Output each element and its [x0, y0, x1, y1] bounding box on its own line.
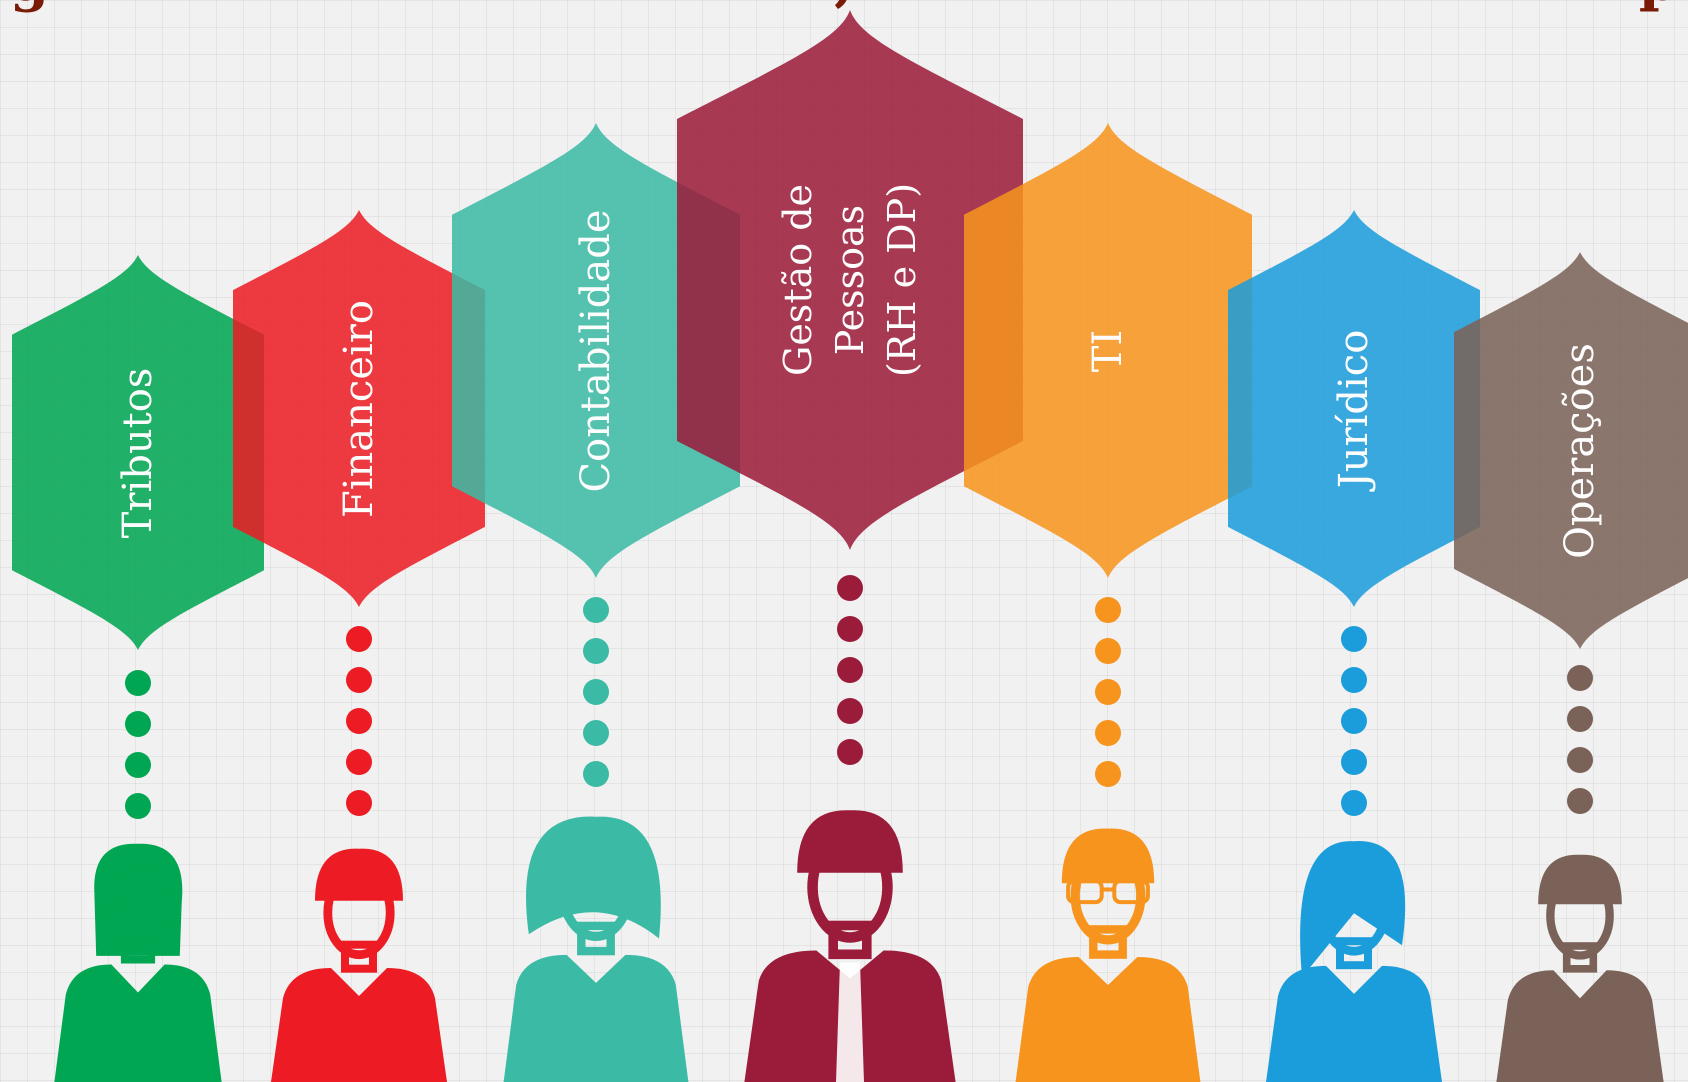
bubble-gestao-pessoas: Gestão de Pessoas (RH e DP): [677, 10, 1023, 550]
connector-dot-gestao-pessoas: [837, 575, 863, 601]
connector-dot-financeiro: [346, 749, 372, 775]
connector-dot-gestao-pessoas: [837, 739, 863, 765]
connector-dot-operacoes: [1567, 665, 1593, 691]
person-icon-gestao-pessoas: [730, 783, 970, 1082]
connector-dot-operacoes: [1567, 788, 1593, 814]
connector-dot-contabilidade: [583, 720, 609, 746]
bubble-label-gestao-pessoas: Gestão de Pessoas (RH e DP): [776, 182, 924, 378]
bubble-juridico: Jurídico: [1228, 210, 1480, 607]
bubble-financeiro: Financeiro: [233, 210, 485, 607]
person-icon-juridico: [1254, 818, 1454, 1082]
connector-dot-tributos: [125, 711, 151, 737]
person-icon-tributos: [43, 815, 233, 1082]
person-icon-operacoes: [1485, 828, 1675, 1082]
bubble-label-operacoes: Operações: [1557, 342, 1603, 559]
connector-dot-operacoes: [1567, 747, 1593, 773]
connector-dot-ti: [1095, 597, 1121, 623]
connector-dot-gestao-pessoas: [837, 657, 863, 683]
bubble-tributos: Tributos: [12, 255, 264, 650]
connector-dot-tributos: [125, 793, 151, 819]
connector-dot-juridico: [1341, 749, 1367, 775]
connector-dot-ti: [1095, 679, 1121, 705]
connector-dot-gestao-pessoas: [837, 616, 863, 642]
bubble-contabilidade: Contabilidade: [452, 123, 740, 578]
bubble-label-juridico: Jurídico: [1331, 329, 1377, 488]
connector-dot-gestao-pessoas: [837, 698, 863, 724]
connector-dot-contabilidade: [583, 679, 609, 705]
bubble-label-ti: TI: [1085, 329, 1131, 372]
connector-dot-juridico: [1341, 790, 1367, 816]
connector-dot-ti: [1095, 761, 1121, 787]
connector-dot-juridico: [1341, 708, 1367, 734]
connector-dot-ti: [1095, 720, 1121, 746]
bubble-operacoes: Operações: [1454, 252, 1688, 649]
person-icon-financeiro: [259, 823, 459, 1082]
connector-dot-ti: [1095, 638, 1121, 664]
connector-dot-financeiro: [346, 667, 372, 693]
connector-dot-tributos: [125, 670, 151, 696]
connector-dot-financeiro: [346, 790, 372, 816]
title-fragment-right: p: [1639, 0, 1678, 14]
title-fragment-left: g: [10, 0, 49, 14]
bubble-ti: TI: [964, 123, 1252, 578]
bubble-label-tributos: Tributos: [115, 367, 161, 538]
connector-dot-juridico: [1341, 626, 1367, 652]
bubble-label-financeiro: Financeiro: [336, 299, 382, 518]
connector-dot-contabilidade: [583, 638, 609, 664]
connector-dot-financeiro: [346, 626, 372, 652]
bubble-label-contabilidade: Contabilidade: [573, 208, 619, 493]
connector-dot-tributos: [125, 752, 151, 778]
connector-dot-financeiro: [346, 708, 372, 734]
connector-dot-operacoes: [1567, 706, 1593, 732]
person-icon-ti: [1003, 798, 1213, 1082]
connector-dot-contabilidade: [583, 597, 609, 623]
person-icon-contabilidade: [491, 793, 701, 1082]
connector-dot-juridico: [1341, 667, 1367, 693]
connector-dot-contabilidade: [583, 761, 609, 787]
